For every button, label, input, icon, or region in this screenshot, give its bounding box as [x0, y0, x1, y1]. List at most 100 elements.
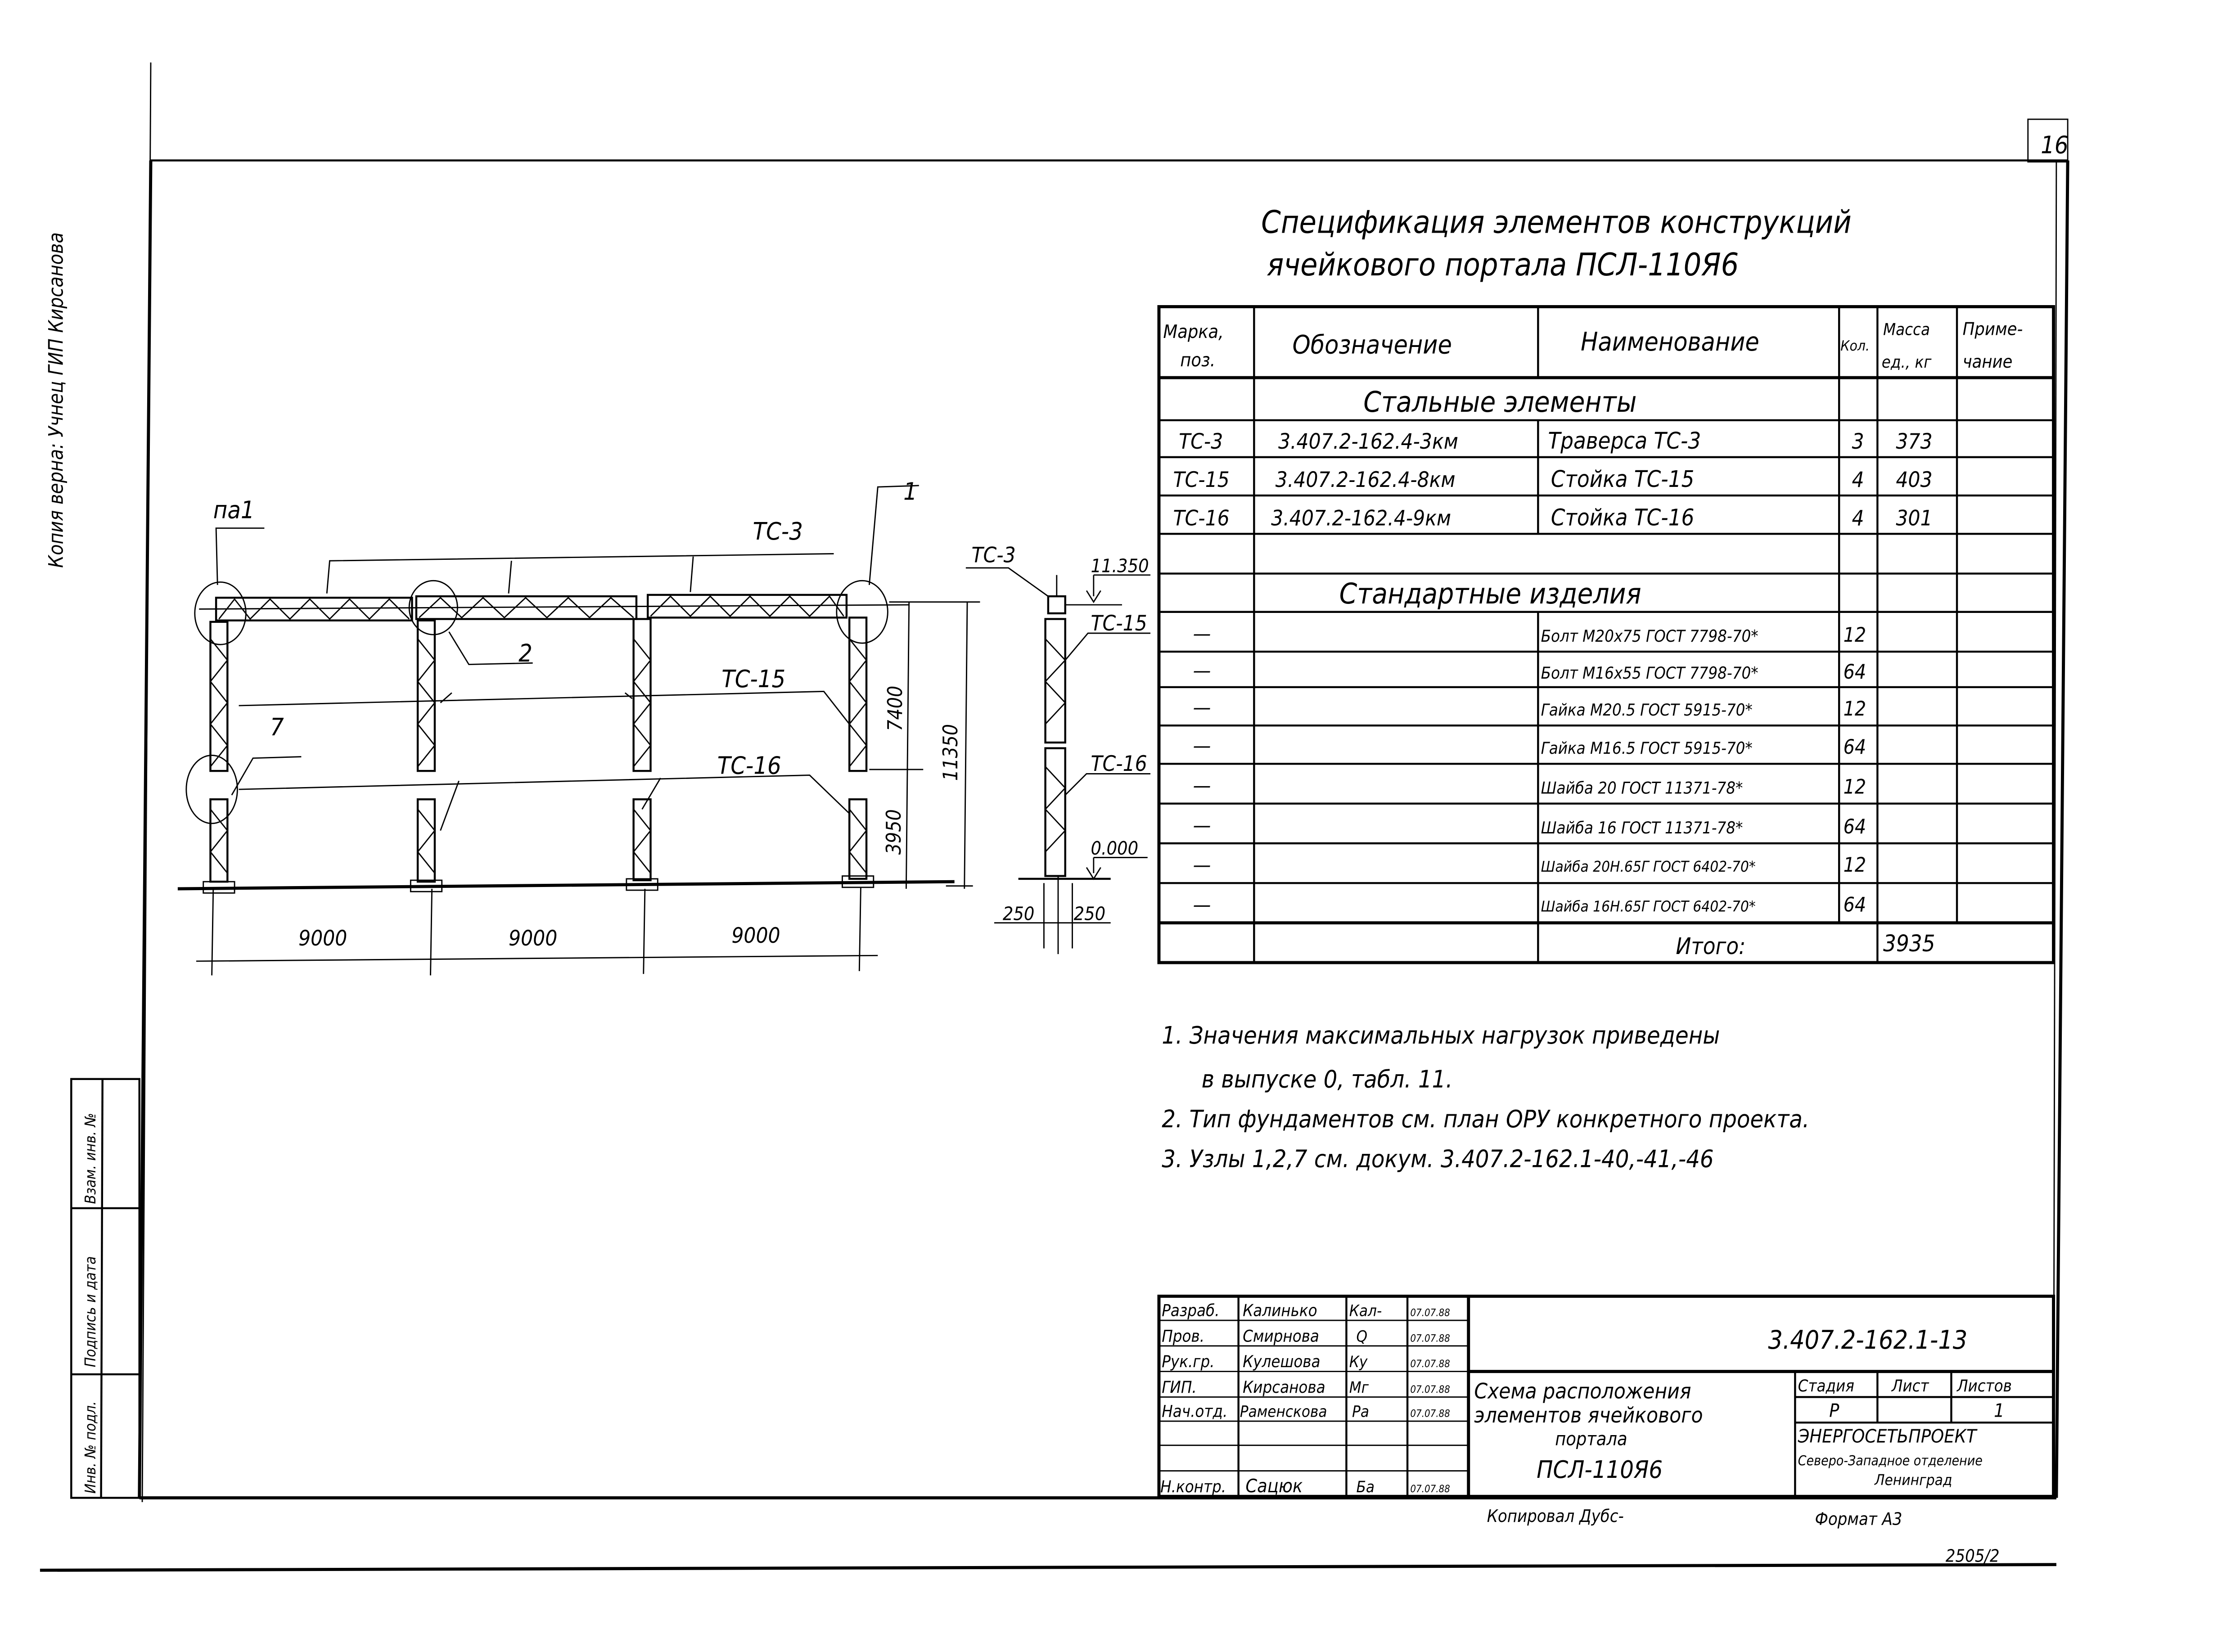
header-mass-l2: ед., кг [1882, 352, 1932, 372]
svg-text:элементов ячейкового: элементов ячейкового [1474, 1403, 1703, 1428]
role-row: Рук.гр. Кулешова Ку 07.07.88 [1162, 1352, 1450, 1371]
table-row: — Шайба 20 ГОСТ 11371-78* 12 [1193, 774, 1866, 798]
role-row: Разраб. Калинько Кал- 07.07.88 [1162, 1301, 1450, 1320]
table-row: ТС-15 3.407.2-162.4-8км Стойка ТС-15 4 4… [1173, 466, 1933, 492]
svg-text:Стойка ТС-16: Стойка ТС-16 [1551, 504, 1695, 531]
sheet-frame [40, 62, 2069, 1572]
side-label-upper-post: ТС-15 [1091, 611, 1147, 636]
side-dim-right: 250 [1074, 903, 1105, 924]
header-note-l2: чание [1963, 351, 2013, 372]
side-dim-left: 250 [1003, 903, 1034, 924]
svg-text:—: — [1193, 659, 1211, 682]
svg-text:12: 12 [1844, 624, 1866, 647]
table-row: — Шайба 16 ГОСТ 11371-78* 64 [1193, 814, 1866, 838]
front-view-drawing [177, 485, 980, 976]
label-beam-tc3: ТС-3 [753, 517, 803, 545]
dim-span-2: 9000 [509, 926, 557, 951]
svg-text:Ба: Ба [1356, 1478, 1375, 1496]
svg-text:Шайба 16 ГОСТ 11371-78*: Шайба 16 ГОСТ 11371-78* [1541, 818, 1743, 837]
dim-lower-3950: 3950 [883, 809, 906, 855]
beam-tc3 [199, 594, 909, 621]
stamp-sign-date: Подпись и дата [81, 1256, 99, 1367]
svg-text:портала: портала [1555, 1428, 1627, 1450]
dim-total-11350: 11350 [939, 724, 962, 781]
svg-text:4: 4 [1852, 506, 1864, 531]
role-row: Н.контр. Сацюк Ба 07.07.88 [1160, 1475, 1450, 1497]
svg-text:Ку: Ку [1349, 1353, 1368, 1371]
svg-text:301: 301 [1896, 506, 1932, 531]
label-node-1: 1 [903, 477, 917, 506]
svg-text:—: — [1193, 734, 1211, 757]
svg-text:Разраб.: Разраб. [1162, 1301, 1219, 1320]
note-3: 3. Узлы 1,2,7 см. докум. 3.407.2-162.1-4… [1162, 1144, 1713, 1173]
svg-text:Болт М16х55 ГОСТ 7798-70*: Болт М16х55 ГОСТ 7798-70* [1541, 663, 1758, 683]
svg-text:64: 64 [1844, 893, 1866, 916]
svg-text:ПСЛ-110Я6: ПСЛ-110Я6 [1537, 1455, 1663, 1484]
note-1: 1. Значения максимальных нагрузок привед… [1162, 1021, 1720, 1049]
svg-text:ТС-15: ТС-15 [1173, 468, 1230, 492]
side-view-drawing [965, 567, 1151, 954]
svg-text:373: 373 [1896, 429, 1932, 454]
header-qty: Кол. [1840, 338, 1870, 354]
side-view-labels: ТС-3 11.350 ТС-15 ТС-16 0.000 250 250 [972, 543, 1149, 924]
svg-text:Шайба 16Н.65Г ГОСТ 6402-70*: Шайба 16Н.65Г ГОСТ 6402-70* [1541, 897, 1756, 915]
table-row: — Шайба 16Н.65Г ГОСТ 6402-70* 64 [1193, 893, 1866, 916]
svg-text:—: — [1193, 696, 1211, 719]
svg-text:Сацюк: Сацюк [1245, 1475, 1303, 1497]
spec-title-line2: ячейкового портала ПСЛ-110Я6 [1267, 247, 1739, 283]
table-row: — Шайба 20Н.65Г ГОСТ 6402-70* 12 [1193, 854, 1866, 877]
header-name: Наименование [1581, 327, 1759, 357]
svg-text:Ленинград: Ленинград [1874, 1471, 1952, 1489]
svg-text:07.07.88: 07.07.88 [1410, 1359, 1450, 1370]
sheets-value: 1 [1994, 1400, 2004, 1422]
elevation-ground: 0.000 [1091, 837, 1139, 859]
svg-text:403: 403 [1896, 468, 1932, 492]
svg-text:Северо-Западное отделение: Северо-Западное отделение [1798, 1453, 1983, 1469]
header-note-l1: Приме- [1963, 319, 2023, 340]
table-row: — Гайка М20.5 ГОСТ 5915-70* 12 [1193, 696, 1866, 720]
svg-text:Калинько: Калинько [1243, 1301, 1317, 1320]
label-upper-post-tc15: ТС-15 [721, 665, 785, 693]
sheets-label: Листов [1957, 1376, 2012, 1395]
svg-text:Гайка М20.5 ГОСТ 5915-70*: Гайка М20.5 ГОСТ 5915-70* [1541, 700, 1753, 720]
svg-text:Схема расположения: Схема расположения [1474, 1379, 1691, 1404]
svg-text:ТС-3: ТС-3 [1179, 429, 1223, 454]
elevation-top: 11.350 [1091, 555, 1149, 576]
front-view-labels: па1 1 ТС-3 2 ТС-15 7 ТС-16 9000 9000 900… [213, 477, 962, 951]
svg-text:3.407.2-162.4-3км: 3.407.2-162.4-3км [1278, 429, 1458, 454]
spec-title-line1: Спецификация элементов конструкций [1261, 204, 1852, 240]
label-lower-post-tc16: ТС-16 [717, 751, 781, 779]
svg-text:Q: Q [1356, 1328, 1367, 1346]
svg-text:Нач.отд.: Нач.отд. [1162, 1402, 1227, 1421]
svg-text:Н.контр.: Н.контр. [1160, 1477, 1226, 1496]
stamp-inv-orig: Инв. № подл. [81, 1401, 99, 1493]
total-value: 3935 [1883, 930, 1935, 957]
svg-text:—: — [1193, 814, 1211, 837]
svg-text:Раменскова: Раменскова [1240, 1403, 1327, 1421]
spec-table-grid [1157, 305, 2056, 964]
svg-text:—: — [1193, 854, 1211, 877]
header-mass-l1: Масса [1883, 320, 1930, 339]
dim-span-3: 9000 [731, 923, 780, 948]
stage-value: Р [1829, 1400, 1839, 1422]
svg-text:3: 3 [1852, 429, 1864, 454]
svg-text:Гайка М16.5 ГОСТ 5915-70*: Гайка М16.5 ГОСТ 5915-70* [1541, 738, 1753, 758]
svg-text:Шайба 20Н.65Г ГОСТ 6402-70*: Шайба 20Н.65Г ГОСТ 6402-70* [1541, 858, 1756, 875]
svg-text:Траверса ТС-3: Траверса ТС-3 [1548, 428, 1701, 454]
sheet-label: Лист [1891, 1376, 1929, 1395]
section-steel-elements: Стальные элементы [1363, 385, 1636, 419]
svg-text:07.07.88: 07.07.88 [1410, 1409, 1450, 1420]
table-row: — Гайка М16.5 ГОСТ 5915-70* 64 [1193, 734, 1866, 759]
svg-text:64: 64 [1844, 736, 1866, 759]
side-label-lower-post: ТС-16 [1091, 752, 1147, 776]
svg-text:4: 4 [1852, 468, 1864, 492]
title-block-roles: Разраб. Калинько Кал- 07.07.88 Пров. Сми… [1160, 1301, 1450, 1497]
svg-text:Шайба 20 ГОСТ 11371-78*: Шайба 20 ГОСТ 11371-78* [1541, 779, 1743, 798]
margin-certification-note: Копия верна: Учнец ГИП Кирсанова [45, 232, 68, 568]
svg-text:3.407.2-162.4-8км: 3.407.2-162.4-8км [1276, 468, 1456, 492]
table-row: ТС-3 3.407.2-162.4-3км Траверса ТС-3 3 3… [1179, 428, 1932, 454]
svg-text:12: 12 [1844, 698, 1866, 720]
svg-text:Мг: Мг [1349, 1379, 1369, 1397]
svg-text:—: — [1193, 774, 1211, 797]
svg-text:ГИП.: ГИП. [1162, 1377, 1196, 1397]
